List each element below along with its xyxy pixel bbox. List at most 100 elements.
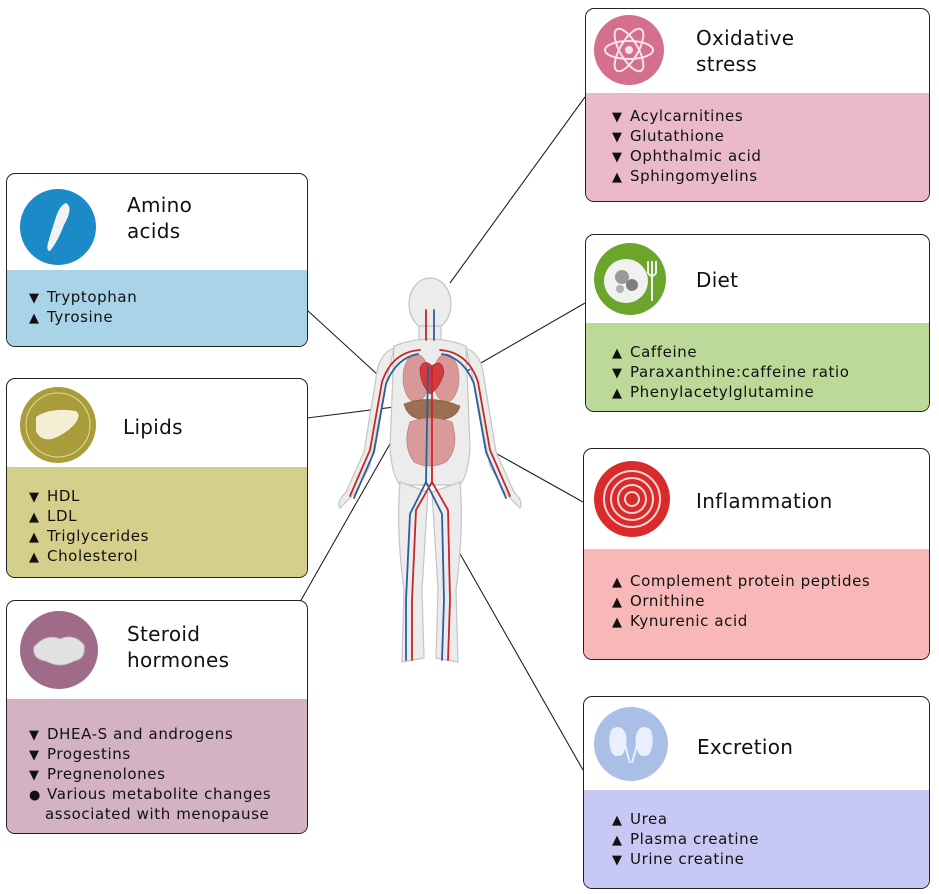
connector-steroid xyxy=(299,434,396,603)
metabolite-list: ▲ Urea ▲ Plasma creatine ▼ Urine creatine xyxy=(612,810,929,870)
increase-marker: ▲ xyxy=(29,550,40,565)
connector-excretion xyxy=(454,544,584,771)
metabolite-name: HDL xyxy=(47,487,80,505)
metabolite-item: ▲ Triglycerides xyxy=(29,527,307,547)
metabolite-list: ▲Complement protein peptides▲Ornithine▲K… xyxy=(612,572,929,632)
card-title: Lipids xyxy=(123,415,183,439)
excretion-card: Excretion ▲Urea▲Plasma creatine▼Urine cr… xyxy=(583,696,930,889)
metabolite-item: ▼ Urine creatine xyxy=(612,850,929,870)
metabolite-name: Sphingomyelins xyxy=(630,167,758,185)
increase-marker: ▲ xyxy=(29,311,40,326)
card-title: Inflammation xyxy=(696,489,833,513)
amino-acids-card: Amino acids ▼ Tryptophan ▲ Tyrosine xyxy=(6,173,308,347)
metabolite-name: Glutathione xyxy=(630,127,725,145)
metabolite-name: Progestins xyxy=(47,745,131,763)
connector-oxidative xyxy=(449,96,586,284)
card-body: ▲ Urea ▲ Plasma creatine ▼ Urine creatine xyxy=(584,790,929,888)
metabolite-item: ▼DHEA-S and androgens xyxy=(29,725,307,745)
increase-marker: ▲ xyxy=(612,386,623,401)
card-title: Diet xyxy=(696,268,739,292)
bullet-marker: ● xyxy=(29,788,41,803)
decrease-marker: ▼ xyxy=(29,768,40,783)
decrease-marker: ▼ xyxy=(29,728,40,743)
metabolite-name: Complement protein peptides xyxy=(630,572,871,590)
decrease-marker: ▼ xyxy=(29,291,40,306)
card-body: ▼ HDL ▲ LDL ▲ Triglycerides ▲Cholesterol xyxy=(7,467,307,577)
card-body: ▼ Acylcarnitines ▼ Glutathione ▼ Ophthalmic a… xyxy=(586,93,929,201)
human-body-figure xyxy=(338,277,522,663)
increase-marker: ▲ xyxy=(29,510,40,525)
liver-icon xyxy=(20,387,96,463)
metabolite-item: ▲Cholesterol xyxy=(29,547,307,567)
gland-icon xyxy=(20,611,98,689)
card-body: ▲ Caffeine ▼ Paraxanthine:caffeine ratio ▲ Ph… xyxy=(586,323,929,411)
metabolite-name-continued: associated with menopause xyxy=(45,805,270,823)
decrease-marker: ▼ xyxy=(612,150,623,165)
metabolite-item: ▲ Ornithine xyxy=(612,592,929,612)
card-title: Oxidative stress xyxy=(696,26,795,76)
metabolite-item: ▼ Glutathione xyxy=(612,127,929,147)
metabolite-item: ▼ Paraxanthine:caffeine ratio xyxy=(612,363,929,383)
metabolite-item: ▼Progestins xyxy=(29,745,307,765)
metabolite-name: LDL xyxy=(47,507,78,525)
card-body: ▲Complement protein peptides▲Ornithine▲K… xyxy=(584,549,929,659)
metabolite-name: Pregnenolones xyxy=(47,765,166,783)
card-title: Amino acids xyxy=(127,193,193,243)
metabolite-item: ▲ Tyrosine xyxy=(29,308,307,328)
increase-marker: ▲ xyxy=(612,170,623,185)
metabolite-item: ▼ HDL xyxy=(29,487,307,507)
inflammation-card: Inflammation ▲Complement protein peptide… xyxy=(583,448,930,660)
metabolite-item: ▲Complement protein peptides xyxy=(612,572,929,592)
increase-marker: ▲ xyxy=(612,595,623,610)
decrease-marker: ▼ xyxy=(612,110,623,125)
decrease-marker: ▼ xyxy=(29,490,40,505)
metabolite-name: Paraxanthine:caffeine ratio xyxy=(630,363,850,381)
decrease-marker: ▼ xyxy=(612,366,623,381)
metabolite-name: Plasma creatine xyxy=(630,830,760,848)
increase-marker: ▲ xyxy=(612,833,623,848)
metabolite-name: Caffeine xyxy=(630,343,698,361)
increase-marker: ▲ xyxy=(29,530,40,545)
metabolite-list: ▲ Caffeine ▼ Paraxanthine:caffeine ratio ▲ Ph… xyxy=(612,343,929,403)
metabolite-name: Tyrosine xyxy=(47,308,114,326)
oxidative-stress-card: Oxidative stress ▼ Acylcarnitines ▼ Glutath… xyxy=(585,8,930,202)
metabolite-list: ▼ HDL ▲ LDL ▲ Triglycerides ▲Cholesterol xyxy=(29,487,307,567)
inflammation-target-icon xyxy=(594,461,670,537)
decrease-marker: ▼ xyxy=(612,130,623,145)
increase-marker: ▲ xyxy=(612,615,623,630)
metabolite-name: Ornithine xyxy=(630,592,706,610)
metabolite-name: Triglycerides xyxy=(47,527,150,545)
metabolite-item: ▲Kynurenic acid xyxy=(612,612,929,632)
metabolite-name: Urea xyxy=(630,810,668,828)
metabolite-item: ▲ LDL xyxy=(29,507,307,527)
metabolite-item: ▲ Urea xyxy=(612,810,929,830)
metabolite-list: ▼ Tryptophan ▲ Tyrosine xyxy=(29,288,307,328)
muscle-icon xyxy=(20,189,96,265)
metabolite-name: Ophthalmic acid xyxy=(630,147,762,165)
metabolite-item: ▼ Ophthalmic acid xyxy=(612,147,929,167)
metabolite-item: ▼ Pregnenolones xyxy=(29,765,307,785)
decrease-marker: ▼ xyxy=(612,853,623,868)
card-title: Steroid hormones xyxy=(127,622,230,672)
metabolite-name: Acylcarnitines xyxy=(630,107,744,125)
connector-inflammation xyxy=(489,449,584,503)
kidney-icon xyxy=(594,707,668,781)
card-body: ▼ Tryptophan ▲ Tyrosine xyxy=(7,270,307,346)
increase-marker: ▲ xyxy=(612,346,623,361)
metabolite-item: ▲ Plasma creatine xyxy=(612,830,929,850)
metabolite-name: Urine creatine xyxy=(630,850,745,868)
lipids-card: Lipids ▼ HDL ▲ LDL ▲ Triglycerides ▲Cholestero… xyxy=(6,378,308,578)
steroid-hormones-card: Steroid hormones ▼DHEA-S and androgens▼P… xyxy=(6,600,308,834)
metabolite-item: ▲ Sphingomyelins xyxy=(612,167,929,187)
metabolite-item: ▲ Caffeine xyxy=(612,343,929,363)
metabolite-name: Tryptophan xyxy=(47,288,138,306)
card-body: ▼DHEA-S and androgens▼Progestins▼Pregnen… xyxy=(7,699,307,833)
diet-card: Diet ▲ Caffeine ▼ Paraxanthine:caffeine rat… xyxy=(585,234,930,412)
metabolite-item: ▼ Tryptophan xyxy=(29,288,307,308)
metabolite-list: ▼ Acylcarnitines ▼ Glutathione ▼ Ophthalmic a… xyxy=(612,107,929,187)
metabolite-name: Phenylacetylglutamine xyxy=(630,383,815,401)
connector-amino xyxy=(306,309,379,376)
increase-marker: ▲ xyxy=(612,813,623,828)
metabolite-item: ▼ Acylcarnitines xyxy=(612,107,929,127)
